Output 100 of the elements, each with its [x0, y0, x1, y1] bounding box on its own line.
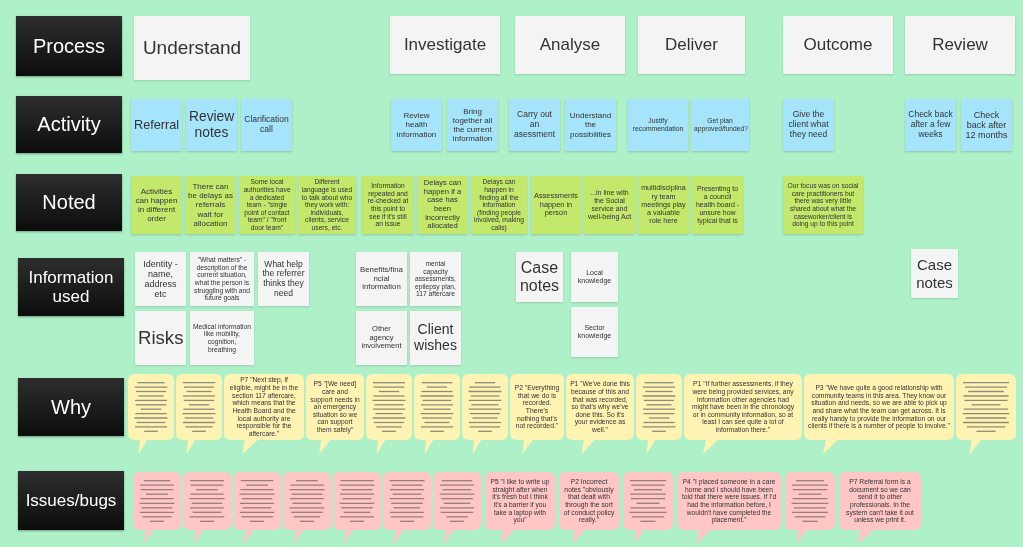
information-card: [516, 252, 563, 302]
stage-card: [783, 16, 893, 74]
row-title: Activity: [37, 113, 101, 136]
note-text: Referral: [134, 117, 179, 133]
issue-bubble: [559, 472, 619, 544]
activity-note: [391, 99, 442, 151]
note-text: Case notes: [519, 258, 560, 296]
redacted-speech-bubble: [636, 374, 682, 454]
redacted-speech-bubble: [333, 472, 381, 544]
note-text: Activities can happen in different order: [134, 186, 179, 224]
activity-note: [628, 99, 688, 151]
note-text: Identity - name, address etc: [142, 258, 179, 300]
redacted-speech-bubble: [366, 374, 412, 454]
redacted-speech-bubble: [133, 472, 181, 544]
row-title: Why: [51, 395, 91, 419]
note-text: What help the referrer thinks they need: [261, 259, 306, 299]
redacted-speech-bubble: [462, 374, 508, 454]
note-text: Check back after 12 months: [964, 109, 1009, 141]
stage-title: Outcome: [803, 35, 873, 55]
quote-bubble: [224, 374, 304, 454]
stage-card: [638, 16, 745, 74]
redacted-speech-bubble: [956, 374, 1016, 454]
quote-bubble: [684, 374, 802, 454]
information-card: [571, 252, 618, 302]
redacted-speech-bubble: [176, 374, 222, 454]
redacted-speech-bubble: [233, 472, 281, 544]
activity-note: [241, 99, 292, 151]
stage-card: [390, 16, 500, 74]
activity-note: [691, 99, 749, 151]
stage-card: [905, 16, 1015, 74]
quote-bubble: [510, 374, 564, 454]
note-text: There can be delays as referrals wait for allocation: [188, 182, 233, 228]
row-title: Process: [32, 34, 106, 58]
activity-note: [905, 99, 956, 151]
information-card: [410, 311, 461, 365]
observation-note: [131, 176, 182, 234]
stage-title: Deliver: [665, 35, 718, 55]
stage-title: Understand: [142, 37, 242, 59]
information-card: [410, 252, 461, 306]
information-card: [135, 252, 186, 306]
redacted-speech-bubble: [383, 472, 431, 544]
activity-note: [186, 99, 237, 151]
note-text: Case notes: [915, 256, 954, 291]
note-text: Bring together all the current information: [451, 106, 494, 144]
redacted-speech-bubble: [785, 472, 835, 544]
row-header: [18, 258, 124, 316]
note-text: Review notes: [189, 109, 234, 141]
activity-note: [131, 99, 182, 151]
activity-note: [783, 99, 834, 151]
observation-note: [362, 176, 414, 234]
information-card: [190, 311, 254, 365]
row-header: [16, 96, 122, 153]
note-text: Understand the possibilities: [568, 111, 613, 139]
activity-note: [961, 99, 1012, 151]
issue-bubble: [677, 472, 781, 544]
information-card: [571, 307, 618, 357]
row-title: Issues/bugs: [25, 490, 117, 511]
note-text: Risks: [138, 327, 183, 349]
activity-note: [565, 99, 616, 151]
information-card: [356, 311, 407, 365]
observation-note: [584, 176, 635, 234]
observation-note: [692, 176, 743, 234]
note-text: Carry out an asessment: [512, 110, 557, 140]
observation-note: [783, 176, 863, 234]
redacted-speech-bubble: [433, 472, 481, 544]
redacted-speech-bubble: [414, 374, 460, 454]
quote-bubble: [566, 374, 634, 454]
observation-note: [531, 176, 581, 234]
redacted-speech-bubble: [183, 472, 231, 544]
redacted-speech-bubble: [128, 374, 174, 454]
row-header: [18, 378, 124, 436]
information-card: [356, 252, 407, 306]
note-text: Clarification call: [244, 115, 289, 135]
issue-bubble: [839, 472, 921, 544]
activity-note: [509, 99, 560, 151]
note-text: Review health information: [395, 111, 438, 139]
quote-bubble: [306, 374, 364, 454]
stage-card: [515, 16, 625, 74]
row-title: Information used: [27, 267, 115, 307]
observation-note: [185, 176, 236, 234]
activity-note: [447, 99, 498, 151]
note-text: Client wishes: [413, 322, 458, 354]
redacted-speech-bubble: [623, 472, 673, 544]
note-text: Give the client what they need: [787, 110, 830, 140]
redacted-speech-bubble: [283, 472, 331, 544]
information-card: [911, 249, 958, 298]
information-card: [258, 252, 309, 306]
issue-bubble: [485, 472, 555, 544]
stage-title: Review: [932, 35, 988, 55]
stage-card: [134, 16, 250, 80]
stage-title: Investigate: [403, 35, 487, 55]
row-title: Noted: [42, 191, 96, 214]
information-card: [135, 311, 186, 365]
stage-title: Analyse: [539, 35, 601, 55]
quote-bubble: [804, 374, 954, 454]
row-header: [16, 174, 122, 231]
note-text: Check back after a few weeks: [908, 110, 953, 140]
observation-note: [638, 176, 689, 234]
row-header: [18, 471, 124, 530]
row-header: [16, 16, 122, 76]
